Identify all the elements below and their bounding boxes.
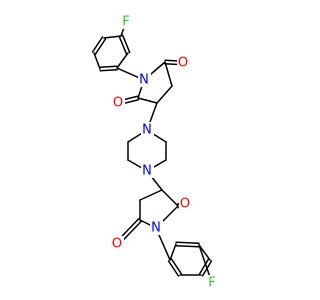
- atom-o-top-right: O: [177, 55, 190, 71]
- bond-b1-b2-a: [175, 245, 200, 248]
- atom-f-bottom: F: [206, 275, 218, 291]
- bond-c2-cm: [164, 61, 173, 87]
- bond-c3b-c2b: [161, 189, 179, 207]
- atom-n-imide-top-label: N: [139, 73, 149, 88]
- bond-c4b-c3b: [139, 189, 163, 201]
- bond-b2-b3: [198, 244, 211, 261]
- bond-b3-b4-a: [198, 258, 210, 275]
- bond-a1-a2: [103, 35, 122, 39]
- atom-o-top-left-label: O: [113, 96, 123, 111]
- bond-b5-b6-a: [170, 258, 183, 275]
- atom-f-top: F: [120, 14, 132, 30]
- atom-f-bottom-label: F: [208, 276, 215, 291]
- atom-n-imide-bottom: N: [150, 220, 163, 236]
- bond-b6-b1: [169, 243, 177, 261]
- atom-f-top-label: F: [122, 15, 129, 30]
- bond-b1-b2-b: [175, 241, 200, 244]
- atom-o-top-right-label: O: [178, 56, 188, 71]
- bond-a6-a1-a: [121, 34, 131, 54]
- atom-o-bottom-left-label: O: [112, 237, 122, 252]
- atom-o-bottom-left: O: [111, 236, 124, 252]
- bond-a2-a3-a: [91, 36, 104, 53]
- molecule-structure: F N O O N N O N: [91, 14, 218, 291]
- bond-layer: [91, 21, 213, 284]
- atom-n-imide-top: N: [138, 72, 151, 88]
- atom-n-pip-bottom: N: [141, 163, 154, 179]
- bond-a6-a1-b: [118, 35, 128, 55]
- atom-n-pip-top-label: N: [142, 123, 152, 138]
- bond-cm-c4: [156, 85, 173, 104]
- atom-o-top-left: O: [112, 95, 125, 111]
- bond-b5-b6-b: [167, 260, 180, 277]
- atom-o-bottom-right: O: [179, 196, 192, 212]
- bond-a2-a3-b: [94, 38, 107, 55]
- bond-a5-a6: [116, 52, 129, 69]
- bond-a4-a5-a: [99, 69, 118, 72]
- atom-o-bottom-right-label: O: [180, 197, 190, 212]
- bond-a3-a4: [93, 52, 101, 70]
- atom-n-pip-top: N: [141, 122, 154, 138]
- bond-a4-a5-b: [99, 65, 118, 68]
- atom-n-imide-bottom-label: N: [151, 221, 161, 236]
- atom-label-layer: F N O O N N O N: [111, 14, 218, 291]
- atom-n-pip-bottom-label: N: [142, 164, 152, 179]
- bond-c4-c5: [137, 97, 158, 104]
